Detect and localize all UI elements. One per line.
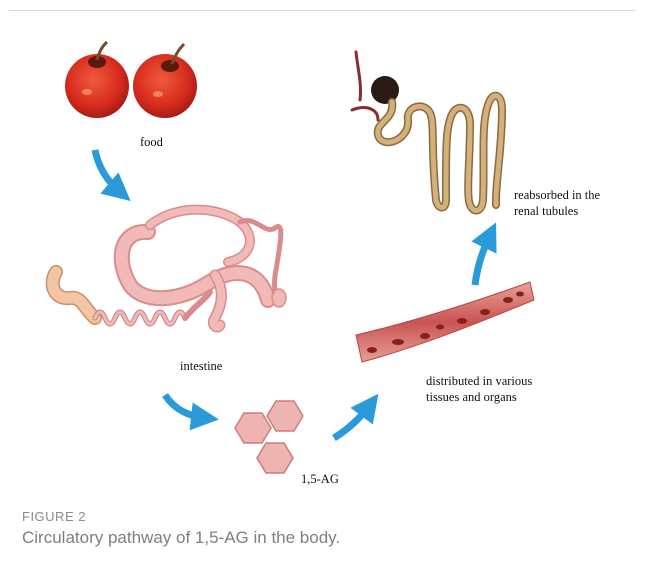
figure-number: FIGURE 2 bbox=[22, 509, 86, 524]
label-distributed-line2: tissues and organs bbox=[426, 388, 517, 406]
arrow-intestine-to-molecule bbox=[165, 395, 205, 418]
arrow-vessel-to-kidney bbox=[475, 235, 490, 285]
apple-left-icon bbox=[65, 42, 129, 118]
intestine-icon bbox=[53, 210, 286, 327]
label-molecule: 1,5-AG bbox=[301, 470, 339, 488]
molecule-hexagons-icon bbox=[235, 401, 303, 473]
label-reabsorbed-line2: renal tubules bbox=[514, 202, 578, 220]
label-intestine: intestine bbox=[180, 357, 222, 375]
label-food: food bbox=[140, 133, 163, 151]
arrow-food-to-intestine bbox=[95, 150, 120, 192]
nephron-icon bbox=[352, 52, 502, 211]
apple-right-icon bbox=[133, 44, 197, 118]
figure-caption: Circulatory pathway of 1,5-AG in the bod… bbox=[22, 528, 340, 548]
arrow-molecule-to-vessel bbox=[334, 405, 370, 438]
blood-vessel-icon bbox=[356, 282, 534, 362]
